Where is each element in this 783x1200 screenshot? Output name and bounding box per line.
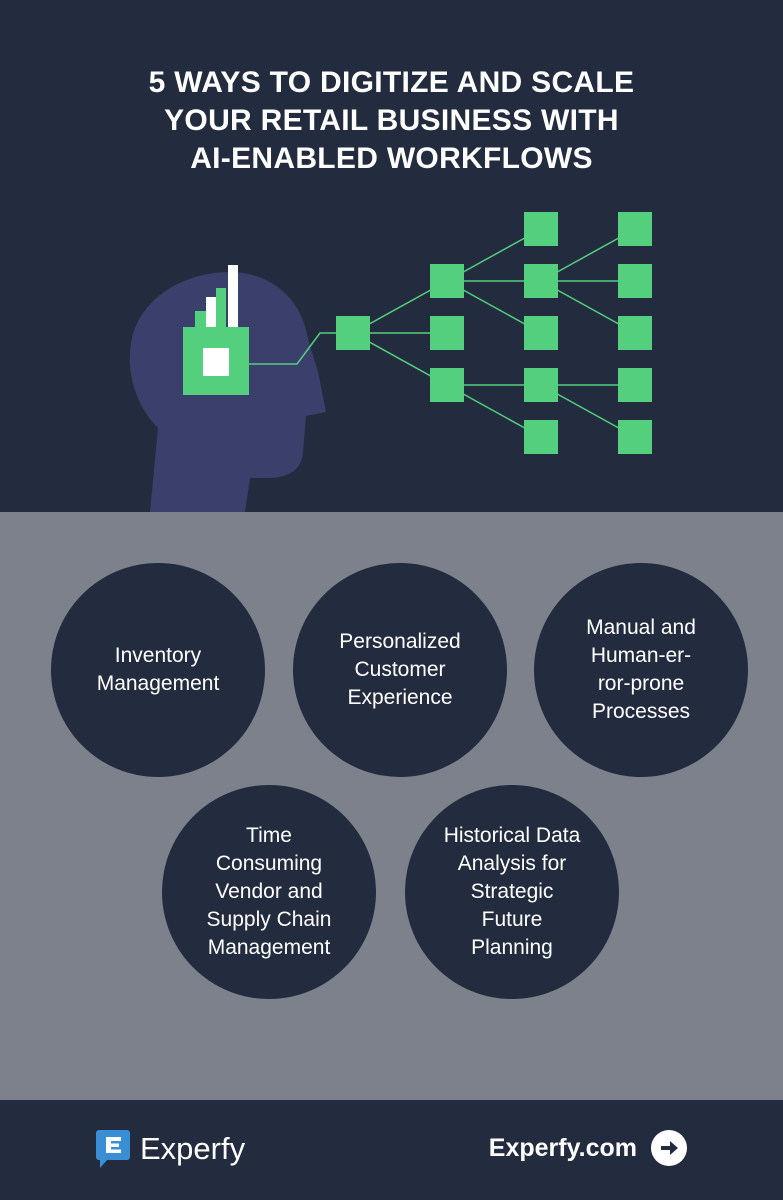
network-node [618, 212, 652, 246]
site-link[interactable]: Experfy.com [489, 1130, 687, 1166]
network-node [430, 368, 464, 402]
way-circle-vendor: Time Consuming Vendor and Supply Chain M… [162, 785, 376, 999]
title-line-3: AI-ENABLED WORKFLOWS [190, 142, 593, 175]
network-node [524, 212, 558, 246]
way-circle-inventory: Inventory Management [51, 563, 265, 777]
footer: Experfy Experfy.com [0, 1100, 783, 1200]
way-label: Inventory Management [96, 644, 220, 695]
way-label: Manual and Human-er-ror-prone Processes [586, 616, 696, 723]
brand-name: Experfy [140, 1131, 246, 1166]
site-url: Experfy.com [488, 1133, 637, 1162]
network-node [524, 316, 558, 350]
network-node [618, 420, 652, 454]
network-node [524, 420, 558, 454]
arrow-right-circle-icon[interactable] [651, 1130, 687, 1166]
title-line-2: YOUR RETAIL BUSINESS WITH [164, 104, 619, 137]
network-node [430, 264, 464, 298]
brand[interactable]: Experfy [96, 1130, 245, 1168]
network-node [618, 368, 652, 402]
way-circle-personalized: Personalized Customer Experience [293, 563, 507, 777]
network-node [524, 368, 558, 402]
page-title: 5 WAYS TO DIGITIZE AND SCALE YOUR RETAIL… [0, 64, 783, 178]
network-node [524, 264, 558, 298]
title-line-1: 5 WAYS TO DIGITIZE AND SCALE [148, 66, 635, 99]
network-node [618, 316, 652, 350]
experfy-logo-icon [96, 1130, 130, 1168]
network-nodes [336, 212, 652, 454]
network-node [336, 316, 370, 350]
way-circle-manual: Manual and Human-er-ror-prone Processes [534, 563, 748, 777]
way-label: Personalized Customer Experience [339, 630, 461, 709]
ai-head-network-illustration [129, 212, 652, 512]
factory-icon [183, 265, 249, 395]
network-node [618, 264, 652, 298]
network-node [430, 316, 464, 350]
way-circle-historical: Historical Data Analysis for Strategic F… [405, 785, 619, 999]
hero-section: 5 WAYS TO DIGITIZE AND SCALE YOUR RETAIL… [0, 0, 783, 512]
way-label: Time Consuming Vendor and Supply Chain M… [206, 824, 332, 959]
way-label: Historical Data Analysis for Strategic F… [443, 824, 581, 959]
ways-section: Inventory Management Personalized Custom… [0, 512, 783, 1100]
